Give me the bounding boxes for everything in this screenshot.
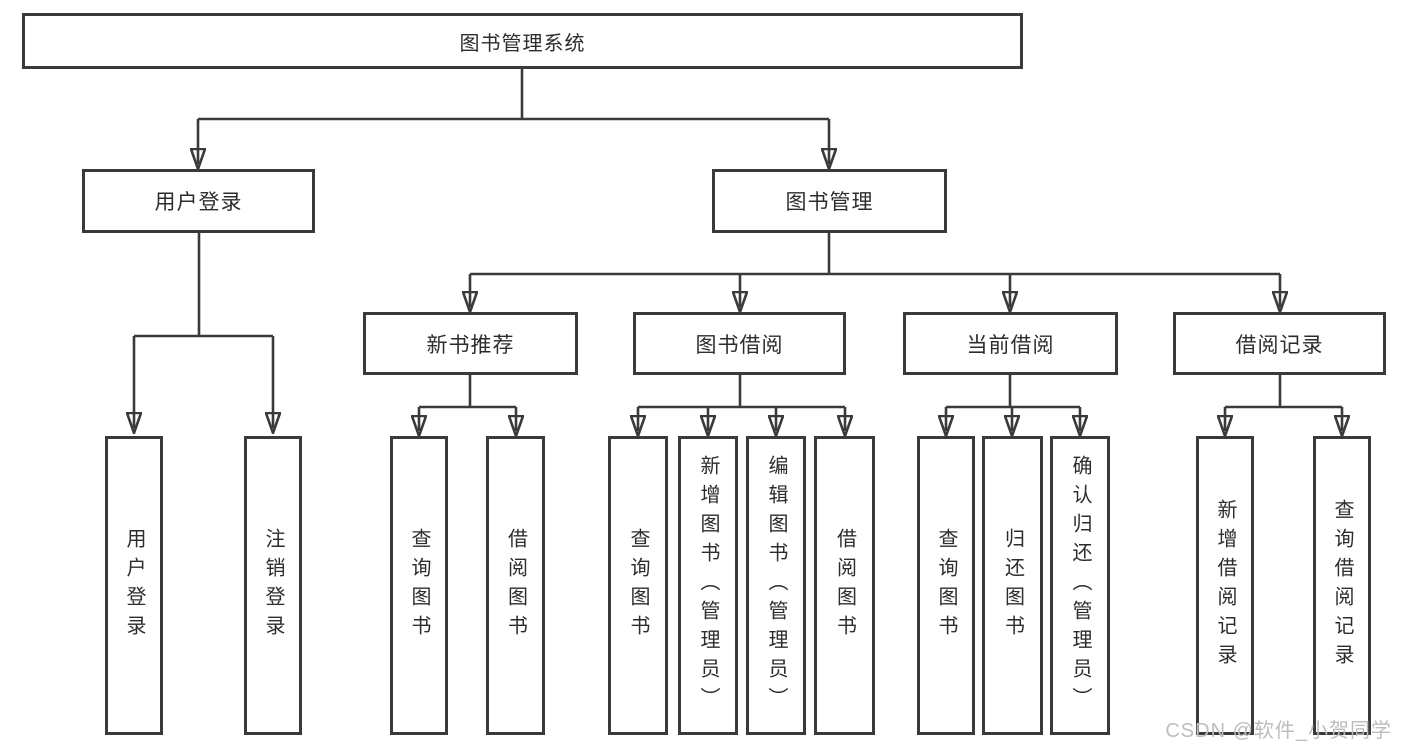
leaf-confirm-return-admin: 确认归还（管理员） xyxy=(1050,436,1110,735)
leaf-query-books: 查询图书 xyxy=(390,436,448,735)
node-new-book-recommendation: 新书推荐 xyxy=(363,312,578,375)
node-label: 借阅记录 xyxy=(1235,333,1324,357)
leaf-query-books: 查询图书 xyxy=(608,436,668,735)
leaf-label: 查询借阅记录 xyxy=(1331,498,1353,673)
leaf-add-borrow-record: 新增借阅记录 xyxy=(1196,436,1254,735)
node-library-management-system: 图书管理系统 xyxy=(22,13,1023,69)
leaf-label: 查询图书 xyxy=(627,527,649,644)
leaf-label: 新增图书（管理员） xyxy=(697,455,719,716)
node-label: 图书借阅 xyxy=(695,333,784,357)
leaf-borrow-books: 借阅图书 xyxy=(486,436,545,735)
leaf-user-login: 用户登录 xyxy=(105,436,163,735)
leaf-label: 注销登录 xyxy=(262,527,284,644)
leaf-label: 新增借阅记录 xyxy=(1214,498,1236,673)
node-book-management: 图书管理 xyxy=(712,169,947,233)
leaf-edit-book-admin: 编辑图书（管理员） xyxy=(746,436,806,735)
node-label: 图书管理系统 xyxy=(459,32,586,55)
node-book-borrowing: 图书借阅 xyxy=(633,312,846,375)
node-label: 当前借阅 xyxy=(966,333,1055,357)
leaf-return-books: 归还图书 xyxy=(982,436,1043,735)
leaf-label: 查询图书 xyxy=(408,527,430,644)
node-borrowing-records: 借阅记录 xyxy=(1173,312,1386,375)
node-user-login: 用户登录 xyxy=(82,169,315,233)
node-label: 用户登录 xyxy=(154,191,243,214)
leaf-label: 确认归还（管理员） xyxy=(1069,455,1091,716)
leaf-query-books: 查询图书 xyxy=(917,436,975,735)
leaf-label: 借阅图书 xyxy=(833,527,856,644)
leaf-label: 查询图书 xyxy=(935,527,957,644)
node-current-borrowing: 当前借阅 xyxy=(903,312,1118,375)
node-label: 新书推荐 xyxy=(426,333,515,357)
leaf-add-book-admin: 新增图书（管理员） xyxy=(678,436,738,735)
leaf-label: 编辑图书（管理员） xyxy=(765,455,787,716)
leaf-label: 用户登录 xyxy=(123,527,145,644)
leaf-logout: 注销登录 xyxy=(244,436,302,735)
leaf-label: 归还图书 xyxy=(1001,527,1024,644)
csdn-watermark: CSDN @软件_小贺同学 xyxy=(1165,720,1392,742)
leaf-query-borrow-record: 查询借阅记录 xyxy=(1313,436,1371,735)
leaf-borrow-books: 借阅图书 xyxy=(814,436,875,735)
leaf-label: 借阅图书 xyxy=(504,527,527,644)
node-label: 图书管理 xyxy=(785,191,874,214)
